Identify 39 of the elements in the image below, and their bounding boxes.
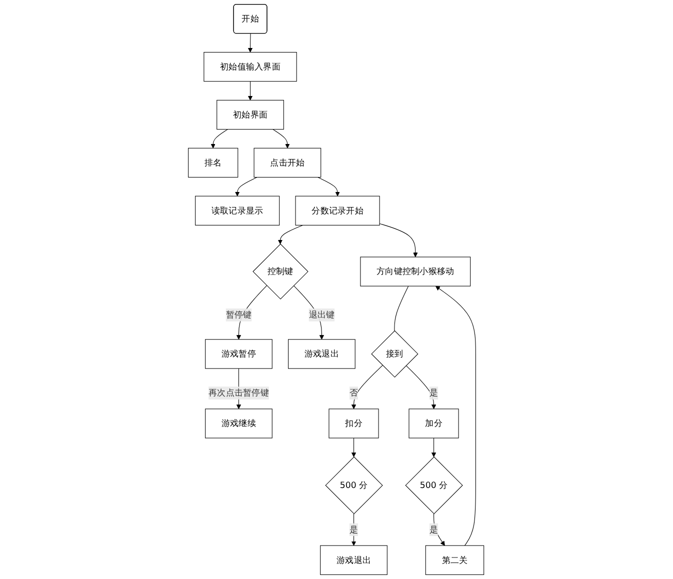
arrow — [248, 81, 254, 100]
node-box: 第二关 — [426, 545, 485, 575]
edge-label: 再次点击暂停键 — [208, 388, 270, 398]
node-box: 游戏暂停 — [205, 339, 273, 369]
arrow — [235, 176, 258, 196]
arrow — [318, 176, 340, 196]
node-box: 扣分 — [329, 408, 380, 438]
node-box: 游戏退出 — [320, 545, 388, 575]
arrow — [436, 286, 476, 546]
edge-label: 是 — [430, 524, 439, 535]
edge-label: 否 — [350, 388, 358, 398]
connector — [394, 286, 410, 332]
arrow — [406, 365, 437, 410]
node-box: 加分 — [409, 408, 460, 438]
node-diamond: 控制键 — [253, 244, 309, 300]
node-box: 游戏继续 — [205, 408, 273, 438]
arrow — [272, 129, 290, 148]
node-diamond: 500 分 — [326, 456, 384, 514]
node-box: 方向键控制小猴移动 — [360, 256, 472, 286]
edge-label: 是 — [350, 524, 358, 535]
arrow — [211, 129, 228, 148]
node-diamond: 500 分 — [406, 456, 464, 514]
arrow — [248, 33, 254, 52]
node-box: 初始界面 — [217, 100, 284, 130]
edge-label: 是 — [430, 388, 439, 398]
arrow — [352, 438, 357, 458]
node-box: 分数记录开始 — [296, 196, 380, 226]
arrow — [432, 438, 437, 458]
node-box: 排名 — [188, 148, 239, 178]
edge-label: 暂停键 — [226, 310, 252, 320]
edge-label: 退出键 — [309, 310, 336, 320]
arrow — [380, 223, 418, 258]
node-box: 读取记录显示 — [195, 196, 280, 226]
node-box: 游戏退出 — [288, 339, 356, 369]
arrow — [352, 365, 384, 410]
node-box: 点击开始 — [254, 148, 322, 178]
arrow — [278, 224, 304, 244]
node-box: 初始值输入界面 — [204, 52, 298, 82]
node-diamond: 接到 — [372, 330, 419, 378]
